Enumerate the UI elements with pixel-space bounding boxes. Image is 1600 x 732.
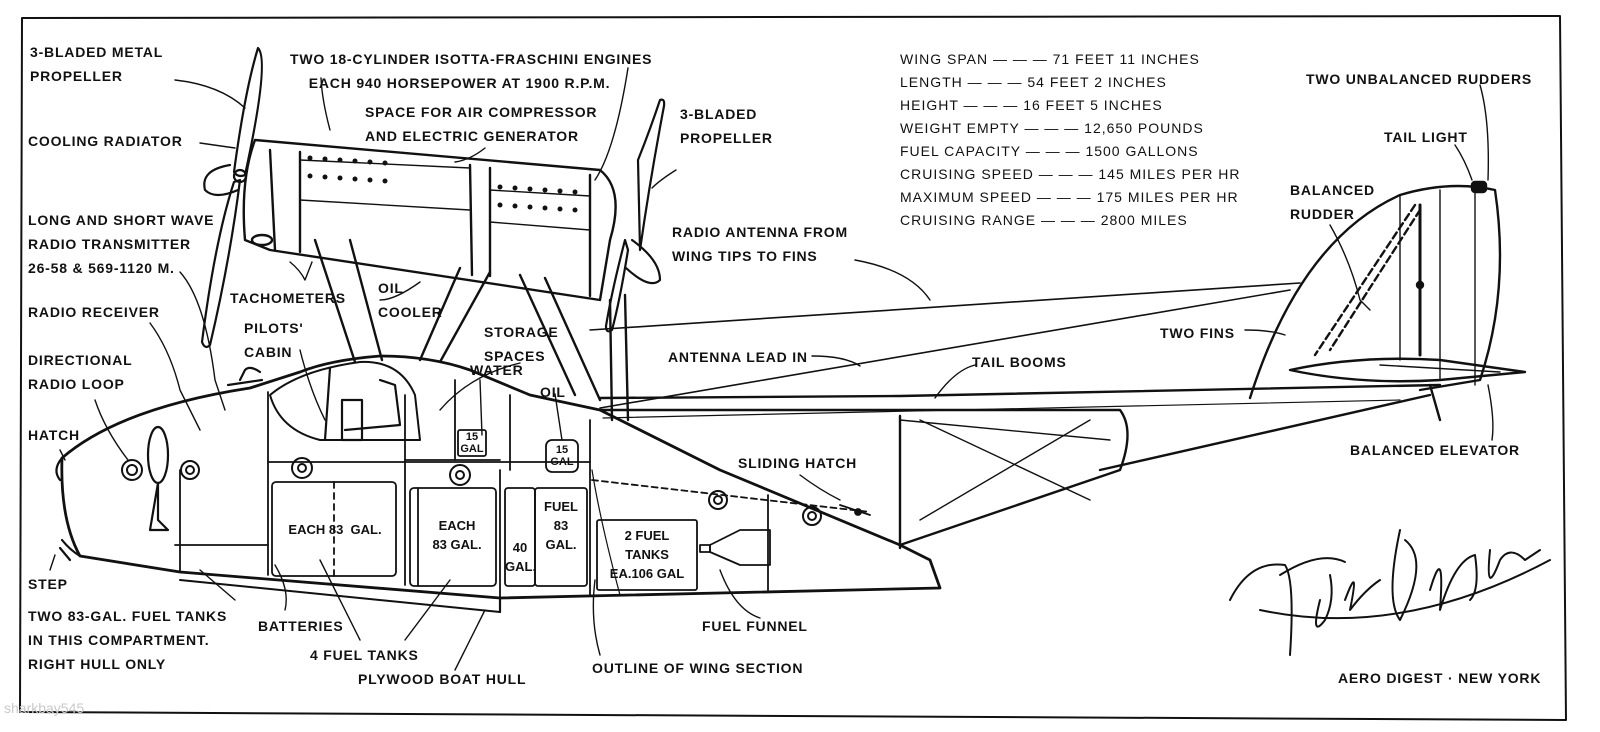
label-sliding-hatch: SLIDING HATCH [738,455,858,471]
spec-leader: — — — [1032,189,1097,205]
label-hatch: HATCH [28,427,80,443]
label-two-fins: TWO FINS [1160,325,1235,341]
spec-value: 71 FEET 11 INCHES [1052,51,1200,67]
label-3-bladed-propeller: 3-BLADED PROPELLER [680,106,773,146]
label-radio-transmitter: LONG AND SHORT WAVE RADIO TRANSMITTER 26… [28,212,215,276]
spec-name: CRUISING RANGE [900,212,1037,228]
label-water: WATER [470,362,524,378]
tank-label-each-83-gal-a: EACH 83 GAL. [288,522,382,537]
spec-leader: — — — [962,74,1028,90]
antenna-wires [589,282,1401,419]
tail-fin [1248,180,1502,400]
spec-name: FUEL CAPACITY [900,143,1021,159]
spec-value: 16 FEET 5 INCHES [1023,97,1163,113]
label-4-fuel-tanks: 4 FUEL TANKS [310,647,419,663]
label-antenna-lead-in: ANTENNA LEAD IN [668,349,808,365]
hull-bulkheads [174,379,769,599]
spec-name: WING SPAN [900,51,989,67]
spec-leader: — — — [1020,143,1086,159]
spec-value: 1500 GALLONS [1085,143,1199,159]
label-tachometers: TACHOMETERS [230,290,346,306]
spec-leader: — — — [958,97,1024,113]
label-balanced-rudder: BALANCED RUDDER [1290,182,1375,222]
spec-name: LENGTH [900,74,963,90]
label-tail-light: TAIL LIGHT [1384,129,1468,145]
watermark: sharkbay545 [4,700,85,716]
leader-lines [49,67,1494,671]
spec-name: WEIGHT EMPTY [900,120,1020,136]
tail-boom [598,383,1442,550]
label-radio-receiver: RADIO RECEIVER [28,304,160,320]
boat-hull [55,354,942,614]
label-engines: TWO 18-CYLINDER ISOTTA-FRASCHINI ENGINES… [290,51,653,91]
spec-row: WING SPAN — — — 71 FEET 11 INCHES [900,48,1200,71]
spec-row: WEIGHT EMPTY — — — 12,650 POUNDS [900,117,1204,140]
tank-label-2-fuel-tanks: 2 FUEL TANKS EA.106 GAL [609,528,685,581]
rear-propeller [604,98,666,333]
spec-row: MAXIMUM SPEED — — — 175 MILES PER HR [900,186,1239,209]
tank-label-fuel-83-gal: FUEL 83 GAL. [544,499,578,552]
radio-loop [146,425,170,532]
label-radio-antenna: RADIO ANTENNA FROM WING TIPS TO FINS [672,224,848,264]
spec-value: 145 MILES PER HR [1098,166,1241,182]
fuel-tanks [271,481,698,591]
label-two-rudders: TWO UNBALANCED RUDDERS [1306,71,1533,87]
fuel-funnel-shape [699,529,771,566]
wing-outline [591,469,621,596]
spec-leader: — — — [1036,212,1101,228]
spec-name: MAXIMUM SPEED [900,189,1033,205]
label-batteries: BATTERIES [258,618,344,634]
spec-leader: — — — [988,51,1053,67]
spec-value: 175 MILES PER HR [1096,189,1239,205]
label-balanced-elevator: BALANCED ELEVATOR [1350,442,1520,458]
label-fuel-funnel: FUEL FUNNEL [702,618,808,634]
spec-value: 2800 MILES [1100,212,1188,228]
tail-plane [1288,357,1527,422]
label-pilots-cabin: PILOTS' CABIN [244,320,304,360]
spec-value: 54 FEET 2 INCHES [1027,74,1167,90]
portholes [121,457,822,526]
label-tail-booms: TAIL BOOMS [972,354,1067,370]
front-propeller [200,46,263,349]
label-oil: OIL [540,384,566,400]
label-step: STEP [28,576,68,592]
tank-label-40-gal: 40 GAL. [505,540,537,574]
tank-label-each-83-gal-b: EACH 83 GAL. [432,518,482,552]
frame [19,15,1567,721]
spec-leader: — — — [1033,166,1099,182]
pilots-cabin [226,360,421,442]
tank-label-water-15-gal: 15 GAL [460,431,484,455]
label-wing-outline: OUTLINE OF WING SECTION [592,660,804,676]
sliding-hatch [591,479,871,516]
label-directional-radio-loop: DIRECTIONAL RADIO LOOP [28,352,133,392]
label-metal-propeller: 3-BLADED METAL PROPELLER [30,44,164,84]
spec-name: CRUISING SPEED [900,166,1034,182]
tank-label-oil-15-gal: 15 GAL [550,444,574,468]
signature [1229,529,1551,656]
spec-row: CRUISING RANGE — — — 2800 MILES [900,209,1188,232]
engine-pylons [313,238,630,422]
publisher-credit: AERO DIGEST · NEW YORK [1338,670,1542,686]
spec-row: FUEL CAPACITY — — — 1500 GALLONS [900,140,1199,163]
label-air-compressor: SPACE FOR AIR COMPRESSOR AND ELECTRIC GE… [365,104,598,144]
label-two-83-gal-tanks: TWO 83-GAL. FUEL TANKS IN THIS COMPARTME… [28,608,228,672]
spec-value: 12,650 POUNDS [1084,120,1204,136]
spec-name: HEIGHT [900,97,959,113]
label-cooling-radiator: COOLING RADIATOR [28,133,183,149]
spec-row: HEIGHT — — — 16 FEET 5 INCHES [900,94,1163,117]
spec-row: CRUISING SPEED — — — 145 MILES PER HR [900,163,1240,186]
spec-leader: — — — [1019,120,1085,136]
label-oil-cooler: OIL COOLER [378,280,443,320]
spec-row: LENGTH — — — 54 FEET 2 INCHES [900,71,1167,94]
label-plywood-boat-hull: PLYWOOD BOAT HULL [358,671,527,687]
engine-cylinders [307,155,578,213]
label-storage-spaces: STORAGE SPACES [484,324,559,364]
